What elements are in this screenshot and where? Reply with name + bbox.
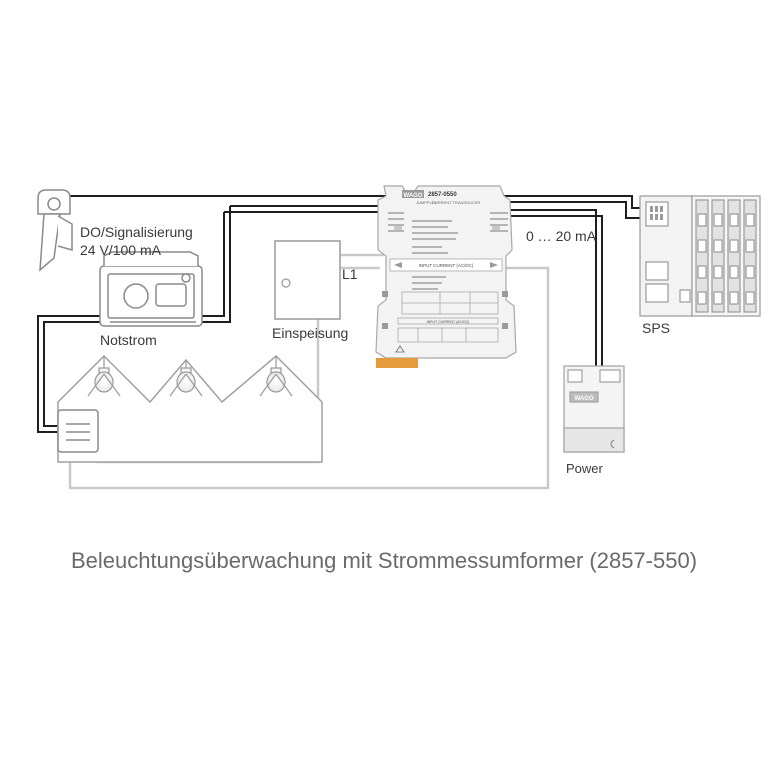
- module-type: CURRENT TRANSDUCER: [432, 200, 480, 205]
- generator-icon: [99, 251, 203, 327]
- lamp-icon-2: [169, 360, 203, 397]
- supply-label: Einspeisung: [272, 325, 349, 341]
- light-switch-icon: [57, 409, 99, 453]
- din-rail-clip: [376, 358, 418, 368]
- diagram-caption: Beleuchtungsüberwachung mit Strommessumf…: [70, 548, 698, 573]
- plc-controller: [639, 195, 761, 317]
- current-range-label: 0 … 20 mA: [526, 228, 597, 244]
- lamp-icons: [87, 356, 293, 397]
- power-supply-unit: [563, 365, 625, 453]
- lamp-icon-1: [87, 356, 121, 397]
- lamp-icon-3: [259, 356, 293, 397]
- plc-label: SPS: [642, 320, 671, 336]
- module-band-label-small: INPUT CURRENT (AC/DC): [427, 320, 470, 324]
- module-band-label: INPUT CURRENT (AC/DC): [419, 263, 474, 268]
- signal-wires: [37, 195, 640, 433]
- module-series: JUMPFLEX: [416, 200, 437, 205]
- power-label: Power: [566, 461, 603, 476]
- supply-cabinet: [274, 240, 341, 320]
- generator-label: Notstrom: [100, 332, 157, 348]
- siren-horn-icon: [37, 189, 73, 272]
- signal-label-line1: DO/Signalisierung: [80, 224, 193, 240]
- signal-label-line2: 24 V/100 mA: [80, 242, 161, 258]
- module-spec-text: [388, 212, 508, 254]
- module-model: 2857-0550: [428, 192, 457, 198]
- module-brand-logo: WAGO: [404, 193, 423, 199]
- power-supply-brand-logo: WAGO: [575, 396, 594, 402]
- building-outline: [57, 354, 323, 463]
- current-transducer-module: WAGO 2857-0550 JUMPFLEX CURRENT TRANSDUC…: [375, 185, 517, 368]
- phase-label: L1: [342, 266, 358, 282]
